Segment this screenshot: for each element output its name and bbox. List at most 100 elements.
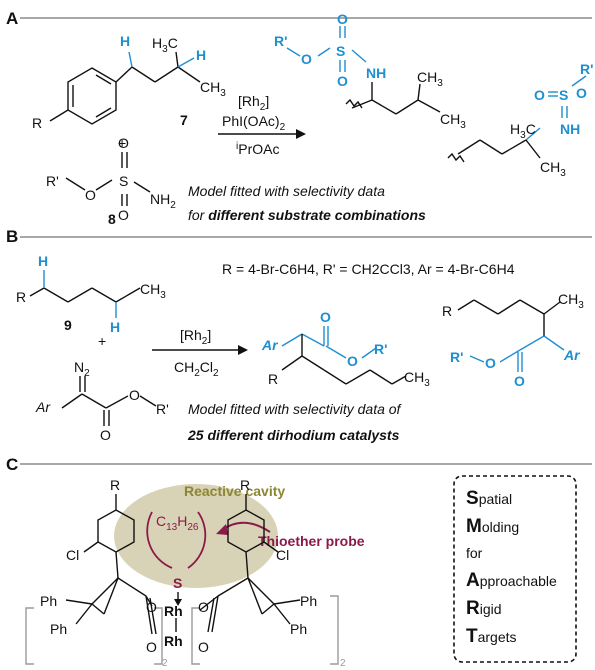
compound-7-label: 7 (180, 112, 188, 128)
acronym-line: Molding (466, 516, 519, 537)
substrate-9-structure (29, 270, 141, 318)
acronym-line: Approachable (466, 570, 557, 591)
acronym-line: for (466, 545, 483, 561)
smart-acronym-box (453, 475, 577, 663)
sulfamate-8-structure (65, 152, 151, 206)
hydrogen-label-tertiary: H (196, 47, 206, 63)
reaction-arrow-a-head (296, 129, 306, 139)
r-group-label: R (268, 371, 278, 387)
sulfur-label: S (559, 87, 568, 103)
plus-sign-a: + (118, 135, 126, 151)
ar-label-product: Ar (261, 337, 279, 353)
ch3-label: CH3 (140, 281, 166, 301)
reaction-arrow-b-head (238, 345, 248, 355)
r-prime-label-b: R' (156, 401, 169, 417)
ch3-label: CH3 (200, 79, 226, 99)
dirhodium-catalyst-structure (25, 494, 339, 665)
r-group-label: R (110, 477, 120, 493)
ar-label: Ar (35, 399, 51, 415)
oxygen-label: O (320, 309, 331, 325)
oxygen-label: O (146, 639, 157, 655)
oxygen-label: O (534, 87, 545, 103)
caption-a-line1: Model fitted with selectivity data (188, 183, 385, 199)
conditions-text: R = 4-Br-C6H4, R' = CH2CCl3, Ar = 4-Br-C… (222, 261, 515, 277)
phenyl-label: Ph (50, 621, 67, 637)
oxygen-label: O (198, 599, 209, 615)
caption-b-line1: Model fitted with selectivity data of (188, 401, 403, 417)
probe-loop-left (146, 511, 173, 569)
hydrogen-label-secondary: H (110, 319, 120, 335)
caption-b-line2: 25 different dirhodium catalysts (187, 427, 400, 443)
probe-loop-right (187, 511, 207, 569)
compound-9-label: 9 (64, 317, 72, 333)
r-prime-label-product-b1: R' (374, 341, 387, 357)
oxygen-label: O (129, 387, 140, 403)
product-a1-structure (286, 26, 441, 115)
substrate-7-structure (49, 51, 201, 125)
acronym-line: Targets (466, 626, 517, 647)
panel-c-label: C (6, 455, 18, 474)
sulfur-label: S (119, 173, 128, 189)
r-prime-label-product-a1: R' (274, 33, 287, 49)
h3c-label: H3C (510, 121, 536, 141)
thioether-probe-label: Thioether probe (258, 533, 365, 549)
ch3-label: CH3 (558, 291, 584, 311)
caption-a-line2: for different substrate combinations (188, 207, 426, 223)
r-group-label: R (16, 289, 26, 305)
smart-acronym: Spatial Molding for Approachable Rigid T… (466, 488, 557, 647)
sulfur-label: S (336, 43, 345, 59)
compound-8-label: 8 (108, 211, 116, 227)
reagent-ch2cl2: CH2Cl2 (174, 359, 219, 379)
phenyl-label: Ph (290, 621, 307, 637)
oxygen-label: O (337, 73, 348, 89)
r-group-label: R (240, 477, 250, 493)
diazo-compound-structure (61, 376, 157, 426)
product-a2-structure (447, 75, 587, 163)
sulfur-label-probe: S (173, 575, 182, 591)
panel-b: B R H H CH3 9 + R = 4-Br-C6H4, R' = CH2C… (6, 227, 592, 443)
reagent-iproac: iPrOAc (236, 141, 279, 157)
r-group-label: R (32, 115, 42, 131)
r-prime-label-product-a2: R' (580, 61, 593, 77)
plus-sign-b: + (98, 333, 106, 349)
bracket-subscript: 2 (340, 658, 346, 669)
acronym-line: Spatial (466, 488, 512, 509)
product-b1-structure (281, 326, 407, 385)
panel-a-label: A (6, 9, 18, 28)
h3c-label: H3C (152, 35, 178, 55)
rhodium-label: Rh (164, 633, 183, 649)
probe-pointer-arrowhead (216, 524, 228, 535)
r-prime-label-a: R' (46, 173, 59, 189)
nh-label: NH (560, 121, 580, 137)
chlorine-label: Cl (66, 547, 79, 563)
panel-b-label: B (6, 227, 18, 246)
oxygen-label: O (301, 51, 312, 67)
ch3-label: CH3 (540, 159, 566, 179)
ar-label-product: Ar (563, 347, 581, 363)
reagent-rh2-b: [Rh2] (180, 327, 211, 347)
oxygen-label: O (85, 187, 96, 203)
panel-c: C Reactive cavity C13H26 S Thioether pro… (6, 455, 592, 669)
phenyl-label: Ph (40, 593, 57, 609)
r-group-label: R (442, 303, 452, 319)
reactive-cavity-label: Reactive cavity (184, 483, 285, 499)
oxygen-label: O (337, 11, 348, 27)
hydrogen-label-primary: H (38, 253, 48, 269)
ch3-label: CH3 (440, 111, 466, 131)
r-prime-label-product-b2: R' (450, 349, 463, 365)
ch3-label: CH3 (404, 369, 430, 389)
phenyl-label: Ph (300, 593, 317, 609)
hydrogen-label-benzylic: H (120, 33, 130, 49)
product-b2-structure (457, 299, 565, 372)
oxygen-label: O (514, 373, 525, 389)
s-rh-arrowhead (174, 599, 182, 606)
oxygen-label: O (100, 427, 111, 443)
probe-formula: C13H26 (156, 513, 199, 533)
oxygen-label: O (146, 599, 157, 615)
nh2-label: NH2 (150, 191, 176, 211)
oxygen-label: O (198, 639, 209, 655)
reagent-rh2: [Rh2] (238, 93, 269, 113)
bracket-subscript: 2 (162, 658, 168, 669)
reagent-phioac2: PhI(OAc)2 (222, 113, 286, 133)
